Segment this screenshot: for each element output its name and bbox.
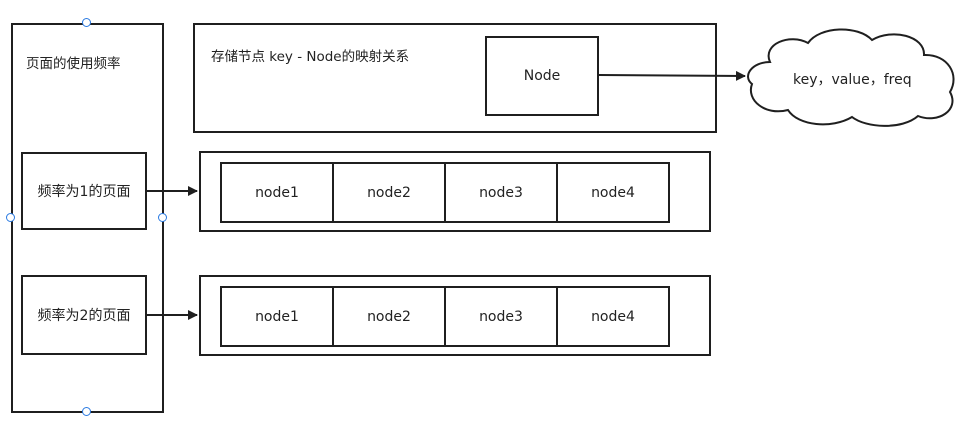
left-resize-handle[interactable] — [6, 213, 15, 222]
node-box[interactable]: Node — [485, 36, 599, 116]
node-label: node4 — [591, 308, 635, 325]
node-list-2-cell-4[interactable]: node4 — [558, 288, 668, 345]
node-label: node2 — [367, 308, 411, 325]
node-list-2-cell-1[interactable]: node1 — [222, 288, 334, 345]
top-resize-handle[interactable] — [82, 18, 91, 27]
node-list-1-cell-1[interactable]: node1 — [222, 164, 334, 221]
node-label: node1 — [255, 184, 299, 201]
node-label: node3 — [479, 308, 523, 325]
node-list-1-container[interactable]: node1 node2 node3 node4 — [199, 151, 711, 232]
freq-page-2-box[interactable]: 频率为2的页面 — [21, 275, 147, 355]
freq-column-title: 页面的使用频率 — [26, 56, 121, 72]
node-list-2: node1 node2 node3 node4 — [220, 286, 670, 347]
node-label: node4 — [591, 184, 635, 201]
node-list-1-cell-4[interactable]: node4 — [558, 164, 668, 221]
right-resize-handle[interactable] — [158, 213, 167, 222]
node-list-2-container[interactable]: node1 node2 node3 node4 — [199, 275, 711, 356]
freq-page-1-box[interactable]: 频率为1的页面 — [21, 152, 147, 230]
node-list-1: node1 node2 node3 node4 — [220, 162, 670, 223]
bottom-resize-handle[interactable] — [82, 407, 91, 416]
node-list-2-cell-2[interactable]: node2 — [334, 288, 446, 345]
freq-page-1-label: 频率为1的页面 — [37, 184, 131, 200]
node-box-label: Node — [523, 68, 561, 84]
node-label: node2 — [367, 184, 411, 201]
cloud-label: key，value，freq — [793, 72, 912, 88]
cloud-shape[interactable] — [747, 28, 955, 127]
key-node-map-title: 存储节点 key - Node的映射关系 — [211, 49, 410, 65]
node-list-1-cell-3[interactable]: node3 — [446, 164, 558, 221]
key-node-map-box[interactable] — [193, 23, 717, 133]
freq-page-2-label: 频率为2的页面 — [37, 308, 131, 324]
node-to-cloud-arrow — [598, 70, 746, 81]
node-label: node1 — [255, 308, 299, 325]
node-label: node3 — [479, 184, 523, 201]
node-list-2-cell-3[interactable]: node3 — [446, 288, 558, 345]
node-list-1-cell-2[interactable]: node2 — [334, 164, 446, 221]
